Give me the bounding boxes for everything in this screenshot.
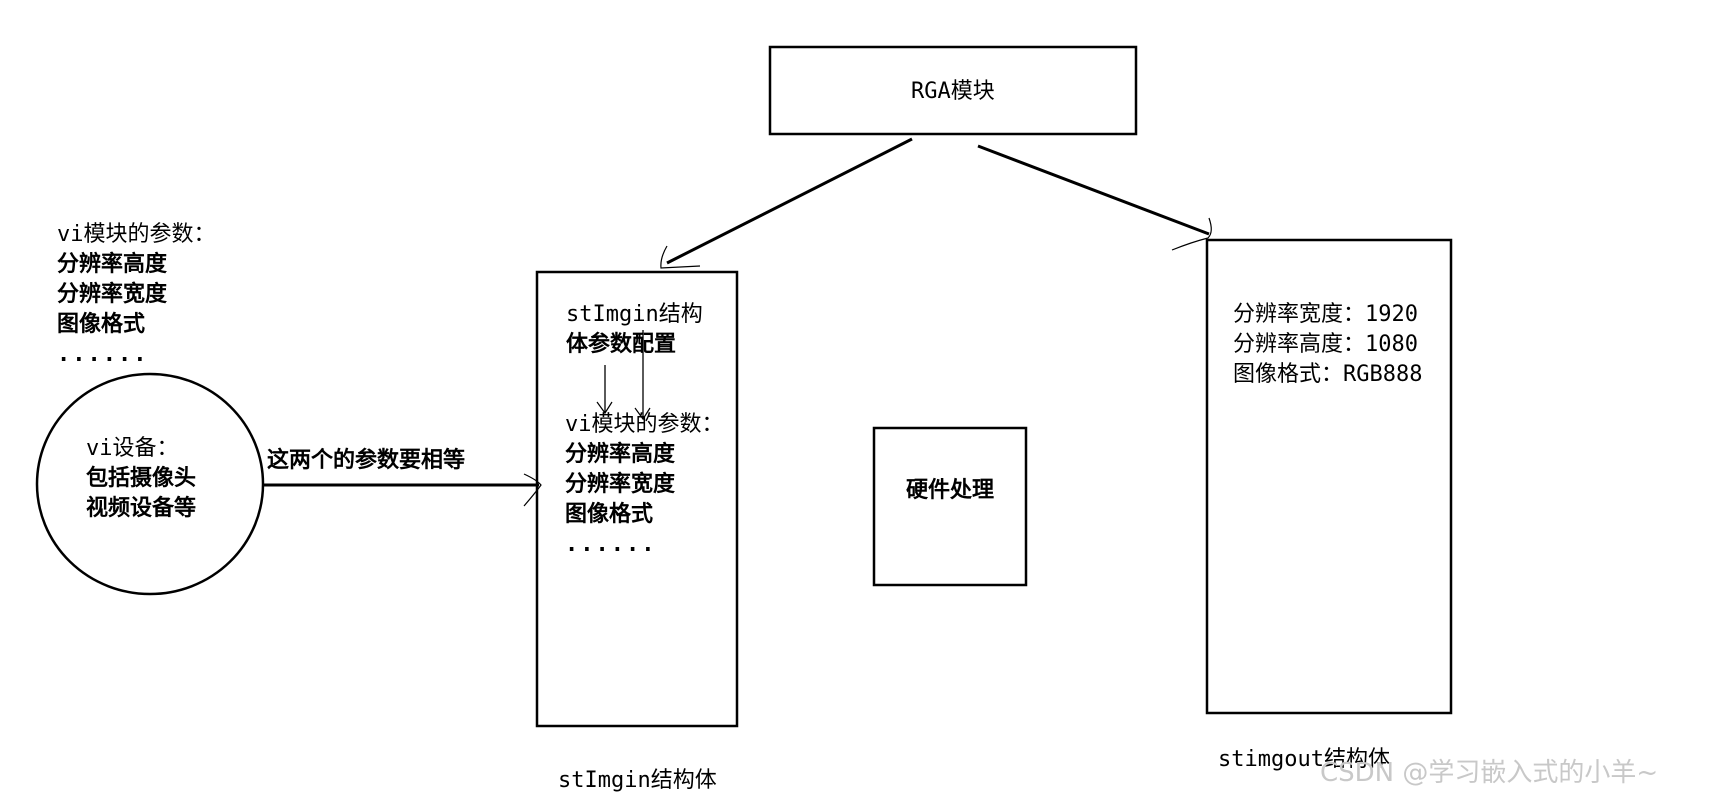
connector-label: 这两个的参数要相等: [267, 448, 466, 473]
stimgin-params-line: 图像格式: [565, 502, 654, 527]
vi-device-line: 包括摄像头: [86, 466, 197, 491]
csdn-watermark: CSDN @学习嵌入式的小羊~: [1320, 758, 1659, 788]
rga-to-stimgout-line: [977, 144, 1210, 236]
vi-params-note: vi模块的参数： 分辨率高度 分辨率宽度 图像格式 ......: [57, 220, 216, 370]
stimgin-header: stImgin结构 体参数配置: [566, 300, 703, 360]
stimgout-param-line: 图像格式：RGB888: [1233, 362, 1423, 387]
stimgin-params-title: vi模块的参数：: [565, 412, 724, 437]
stimgout-caption: stimgout结构体: [1218, 747, 1390, 772]
connector-arrowhead: [523, 473, 542, 507]
vi-device-label: vi设备： 包括摄像头 视频设备等: [86, 434, 196, 524]
hardware-box: [872, 426, 1028, 587]
rga-module-label: RGA模块: [911, 79, 995, 104]
rga-stimgout-arrowhead: [1171, 217, 1212, 251]
stimgout-box: [1205, 238, 1453, 715]
vi-params-note-line: 分辨率宽度: [57, 282, 168, 307]
stimgin-header-line: 体参数配置: [566, 332, 677, 357]
stimgin-inner-arrowhead-right: [634, 407, 651, 421]
rga-module-box: [768, 45, 1138, 136]
vi-device-title: vi设备：: [86, 436, 179, 461]
stimgin-header-line: stImgin结构: [566, 302, 703, 327]
vi-params-note-line: 图像格式: [57, 312, 146, 337]
stimgin-params-line: 分辨率高度: [565, 442, 676, 467]
stimgin-caption: stImgin结构体: [558, 768, 717, 793]
stimgout-param-line: 分辨率宽度：1920: [1233, 302, 1418, 327]
stimgin-inner-arrowhead-left: [596, 401, 613, 415]
rga-to-stimgin-line: [666, 137, 913, 265]
stimgout-params: 分辨率宽度：1920 分辨率高度：1080 图像格式：RGB888: [1233, 300, 1422, 390]
stimgin-params-ellipsis: ......: [565, 532, 657, 557]
rga-stimgin-arrowhead: [660, 245, 701, 269]
stimgout-param-line: 分辨率高度：1080: [1233, 332, 1418, 357]
stimgin-box: [535, 270, 739, 728]
hardware-label: 硬件处理: [906, 478, 995, 503]
vi-device-line: 视频设备等: [86, 496, 197, 521]
vi-params-note-ellipsis: ......: [57, 342, 149, 367]
vi-params-note-line: 分辨率高度: [57, 252, 168, 277]
stimgin-params-line: 分辨率宽度: [565, 472, 676, 497]
stimgin-params: vi模块的参数： 分辨率高度 分辨率宽度 图像格式 ......: [565, 410, 724, 560]
vi-params-note-title: vi模块的参数：: [57, 222, 216, 247]
